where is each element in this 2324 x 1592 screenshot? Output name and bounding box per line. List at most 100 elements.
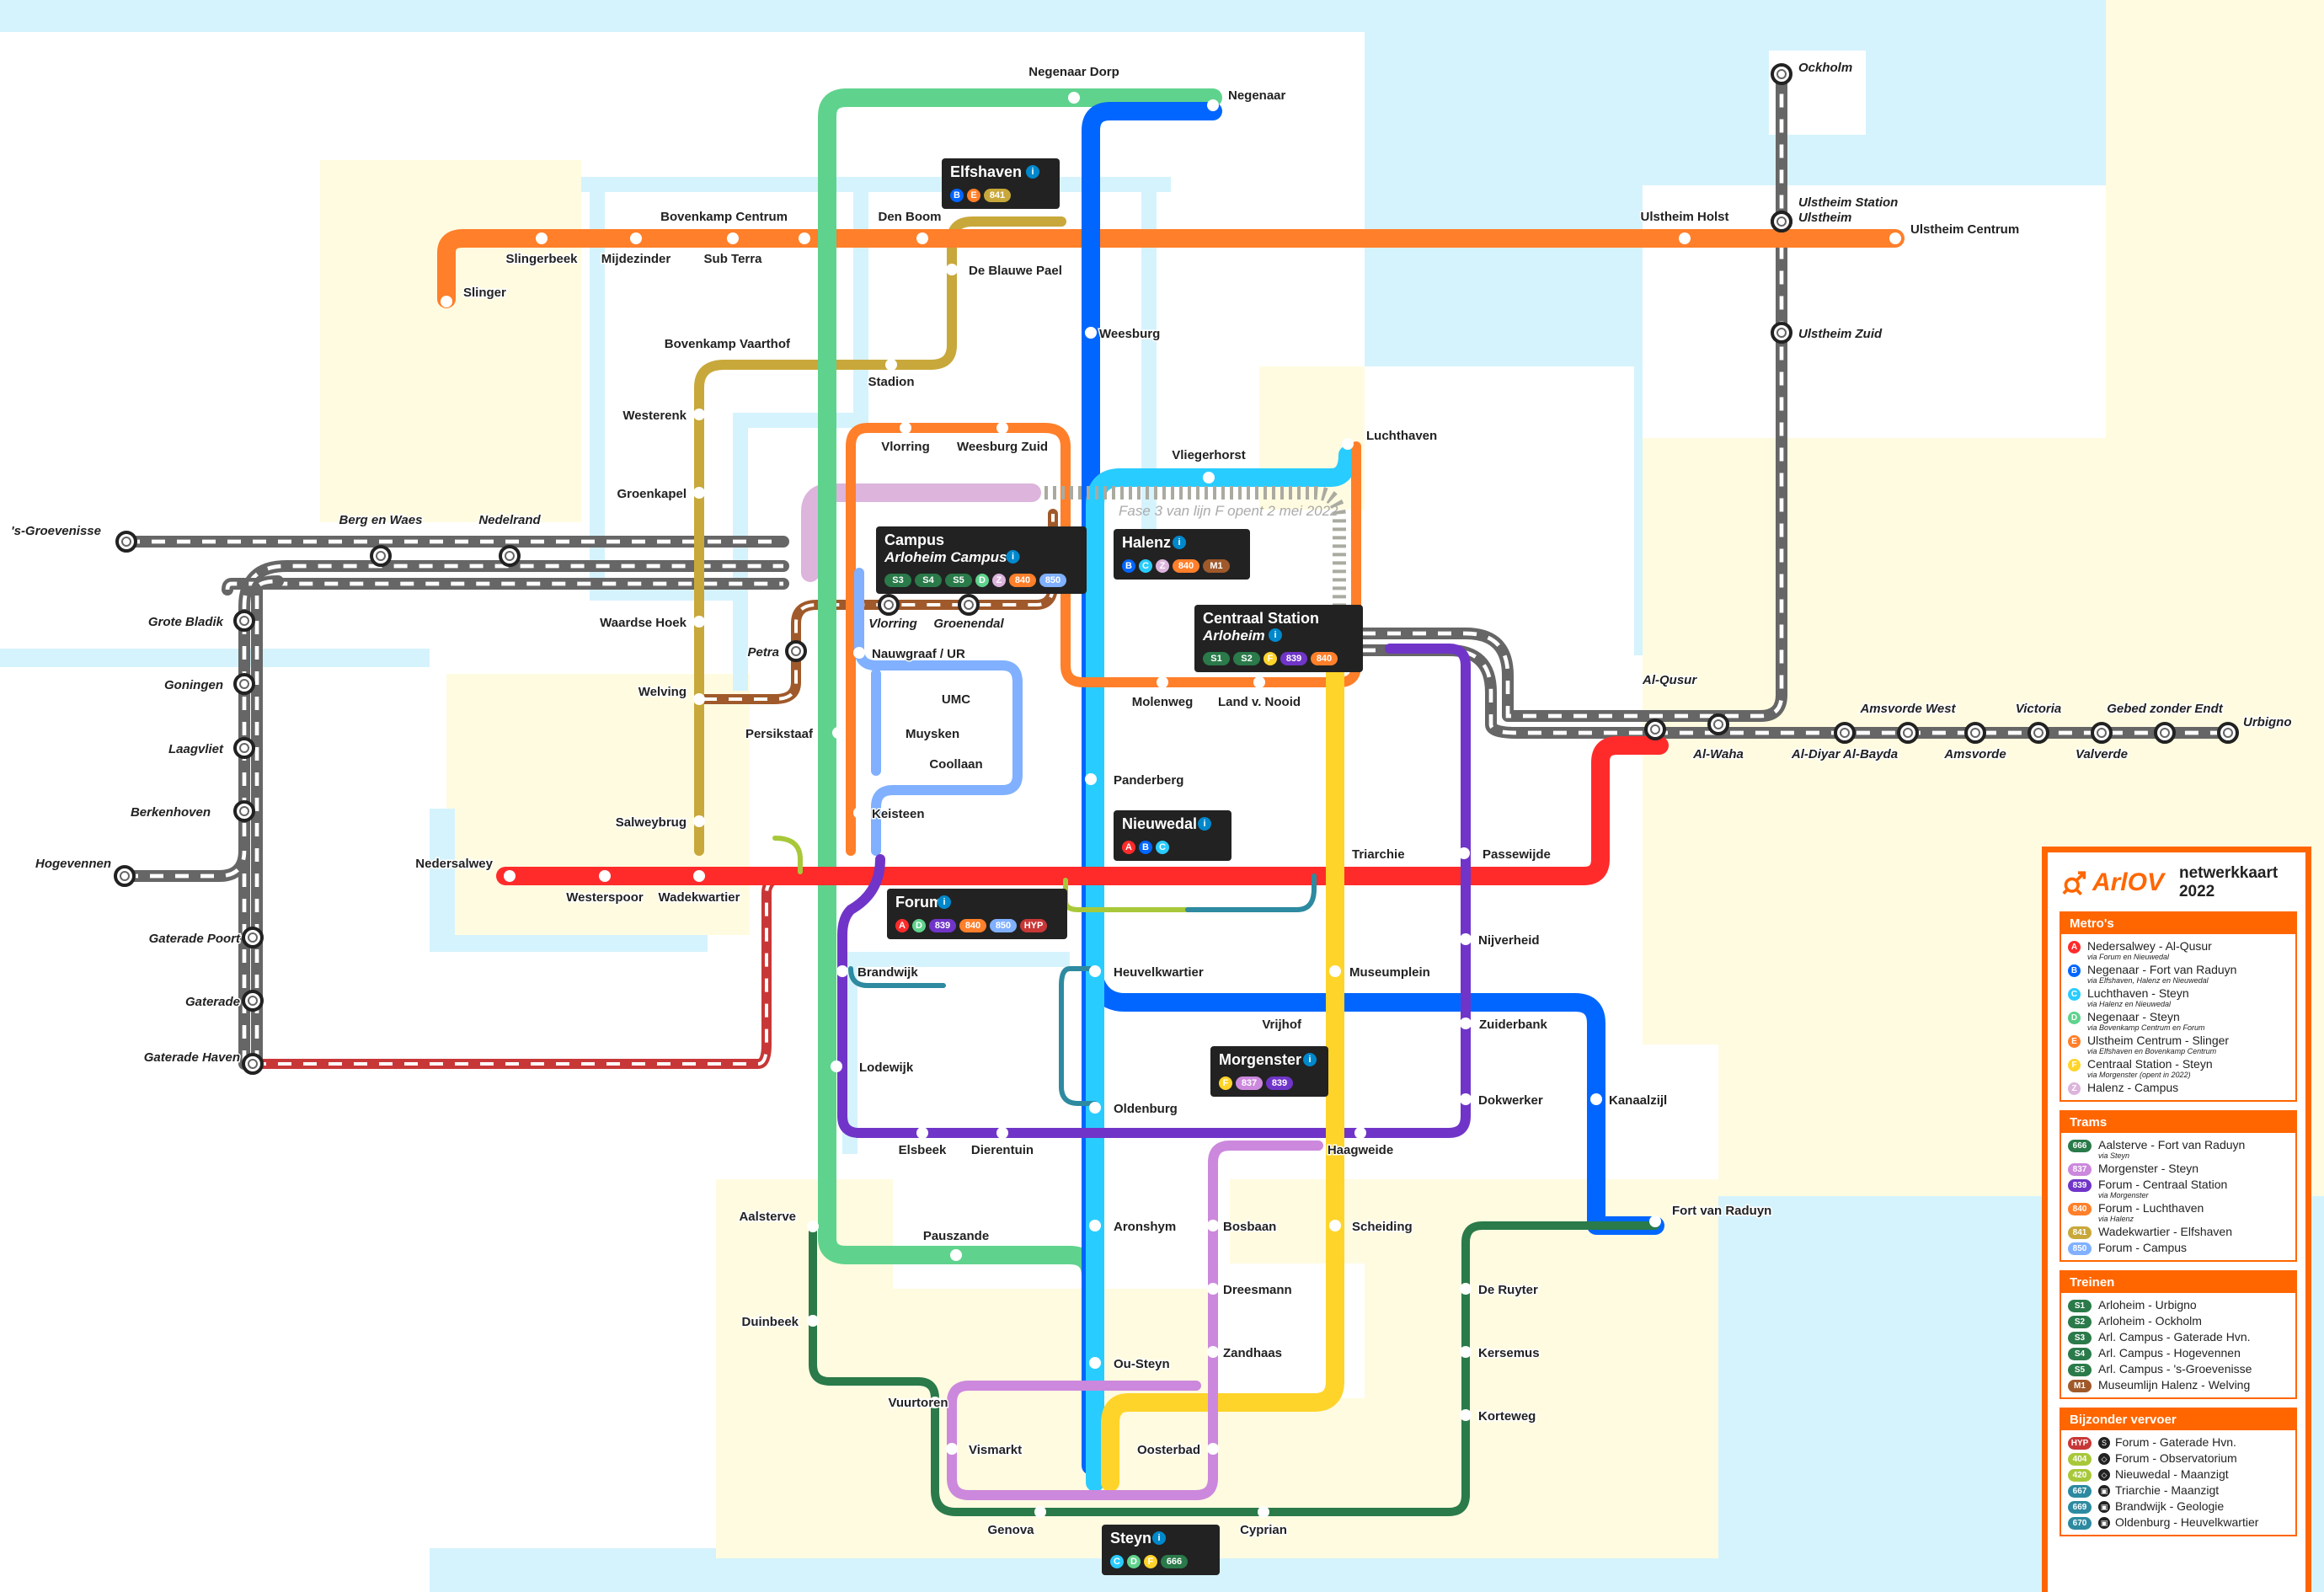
- rail-station-marker[interactable]: [2217, 722, 2239, 744]
- rail-station-marker[interactable]: [499, 545, 521, 567]
- station-label[interactable]: Luchthaven: [1365, 428, 1439, 445]
- station-marker[interactable]: [1068, 92, 1080, 104]
- station-marker[interactable]: [996, 1127, 1008, 1139]
- station-label[interactable]: Westerenk: [622, 408, 688, 425]
- station-label[interactable]: Korteweg: [1477, 1408, 1537, 1425]
- station-marker[interactable]: [1311, 847, 1322, 859]
- rail-station-label[interactable]: Goningen: [163, 677, 225, 694]
- station-label[interactable]: Nauwgraaf / UR: [871, 646, 967, 663]
- rail-station-label[interactable]: Ulstheim Zuid: [1798, 326, 1884, 343]
- station-label[interactable]: Haagweide: [1326, 1142, 1394, 1159]
- station-marker[interactable]: [599, 870, 611, 882]
- station-marker[interactable]: [536, 232, 548, 244]
- station-label[interactable]: Cyprian: [1239, 1522, 1289, 1539]
- station-label[interactable]: Persikstaaf: [744, 726, 815, 743]
- rail-station-label[interactable]: Al-Diyar Al-Bayda: [1789, 746, 1899, 763]
- station-marker[interactable]: [950, 675, 962, 686]
- station-label[interactable]: Dierentuin: [970, 1142, 1034, 1159]
- info-icon[interactable]: [1026, 165, 1039, 179]
- station-label[interactable]: Stadion: [867, 374, 916, 391]
- station-marker[interactable]: [1157, 676, 1168, 688]
- station-marker[interactable]: [900, 422, 911, 434]
- rail-station-label[interactable]: Gaterade Haven: [142, 1050, 241, 1066]
- station-label[interactable]: Pauszande: [922, 1228, 990, 1245]
- station-marker[interactable]: [1889, 232, 1901, 244]
- station-label[interactable]: Vlorring: [880, 439, 932, 456]
- legend-item[interactable]: 669▣Brandwijk - Geologie: [2068, 1499, 2289, 1514]
- rail-station-marker[interactable]: [1964, 722, 1986, 744]
- station-label[interactable]: Bosbaan: [1222, 1219, 1278, 1236]
- station-marker[interactable]: [1458, 847, 1470, 859]
- station-marker[interactable]: [727, 232, 739, 244]
- station-label[interactable]: Negenaar Dorp: [1028, 64, 1121, 81]
- station-marker[interactable]: [1253, 676, 1265, 688]
- rail-station-label[interactable]: Petra: [746, 644, 781, 661]
- station-marker[interactable]: [1460, 1346, 1472, 1358]
- station-marker[interactable]: [1590, 1093, 1602, 1105]
- station-label[interactable]: Slinger: [462, 285, 508, 302]
- rail-station-label[interactable]: Berg en Waes: [338, 512, 424, 529]
- rail-station-marker[interactable]: [878, 594, 900, 616]
- station-label[interactable]: Oosterbad: [1135, 1442, 1201, 1459]
- station-marker[interactable]: [996, 422, 1008, 434]
- station-marker[interactable]: [853, 647, 865, 659]
- station-label[interactable]: Kanaalzijl: [1608, 1092, 1669, 1109]
- station-marker[interactable]: [885, 359, 897, 371]
- station-marker[interactable]: [1329, 1220, 1341, 1231]
- station-marker[interactable]: [1207, 1443, 1219, 1455]
- legend-item[interactable]: 420◇Nieuwedal - Maanzigt: [2068, 1467, 2289, 1482]
- station-label[interactable]: Ou-Steyn: [1113, 1356, 1172, 1373]
- station-label[interactable]: Fort van Raduyn: [1671, 1203, 1773, 1220]
- station-marker[interactable]: [1329, 965, 1341, 977]
- station-marker[interactable]: [1342, 438, 1354, 450]
- station-marker[interactable]: [693, 870, 705, 882]
- station-marker[interactable]: [1207, 1346, 1219, 1358]
- station-marker[interactable]: [1089, 1357, 1101, 1369]
- station-label[interactable]: Aronshym: [1113, 1219, 1178, 1236]
- rail-station-label[interactable]: Valverde: [2075, 746, 2129, 763]
- rail-station-marker[interactable]: [1644, 719, 1666, 740]
- station-label[interactable]: Wadekwartier: [657, 889, 741, 906]
- station-marker[interactable]: [1207, 99, 1219, 111]
- station-marker[interactable]: [1649, 1215, 1661, 1227]
- rail-station-label[interactable]: Groenendal: [932, 616, 1006, 633]
- station-marker[interactable]: [946, 1443, 958, 1455]
- station-label[interactable]: Slingerbeek: [505, 251, 580, 268]
- station-label[interactable]: Vrijhof: [1261, 1017, 1304, 1034]
- rail-station-label[interactable]: Vlorring: [868, 616, 919, 633]
- station-label[interactable]: Vuurtoren: [887, 1395, 949, 1412]
- station-label[interactable]: Vliegerhorst: [1171, 447, 1247, 464]
- rail-station-label[interactable]: Hogevennen: [34, 856, 112, 873]
- station-label[interactable]: Elsbeek: [897, 1142, 948, 1159]
- station-marker[interactable]: [887, 727, 899, 739]
- station-marker[interactable]: [946, 264, 958, 275]
- station-label[interactable]: Ulstheim Centrum: [1910, 222, 2021, 238]
- station-label[interactable]: Den Boom: [877, 209, 943, 226]
- rail-station-marker[interactable]: [242, 1053, 264, 1075]
- station-label[interactable]: Kersemus: [1477, 1345, 1541, 1362]
- station-label[interactable]: Keisteen: [871, 806, 927, 823]
- rail-station-marker[interactable]: [2154, 722, 2176, 744]
- rail-station-marker[interactable]: [233, 800, 255, 822]
- station-label[interactable]: Oldenburg: [1113, 1101, 1179, 1118]
- info-icon[interactable]: [1152, 1531, 1166, 1545]
- station-marker[interactable]: [807, 1315, 819, 1327]
- legend-item[interactable]: 670▣Oldenburg - Heuvelkwartier: [2068, 1515, 2289, 1530]
- station-label[interactable]: Nedersalwey: [414, 856, 494, 873]
- station-marker[interactable]: [853, 807, 865, 819]
